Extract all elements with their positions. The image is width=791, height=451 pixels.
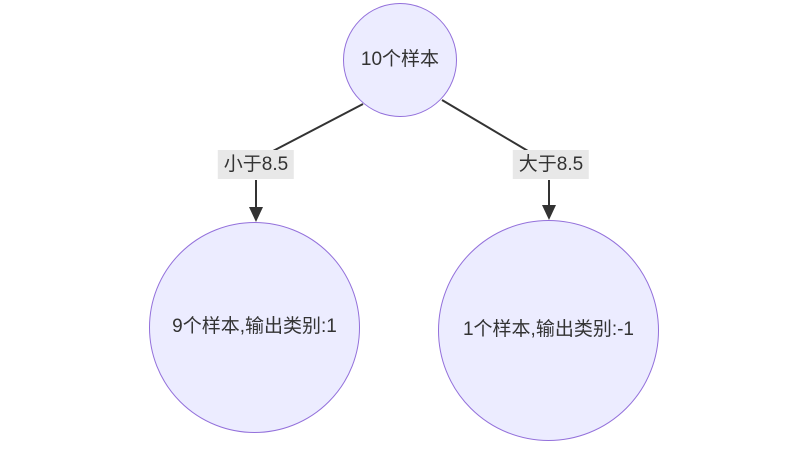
root-node-label: 10个样本 (360, 48, 440, 70)
leaf-node-right: 1个样本,输出类别:-1 (438, 220, 659, 441)
leaf-node-right-label: 1个样本,输出类别:-1 (462, 319, 635, 341)
leaf-node-left: 9个样本,输出类别:1 (149, 222, 360, 433)
arrowhead-left-icon (249, 207, 263, 222)
root-node: 10个样本 (343, 3, 457, 117)
arrowhead-right-icon (542, 205, 556, 220)
edge-label-greater-than-text: 大于8.5 (518, 154, 584, 175)
edge-label-greater-than: 大于8.5 (512, 150, 590, 179)
connector-root-to-left-label (272, 103, 364, 152)
leaf-node-left-label: 9个样本,输出类别:1 (172, 316, 337, 338)
edge-label-less-than: 小于8.5 (217, 150, 295, 179)
edge-label-less-than-text: 小于8.5 (223, 154, 289, 175)
connector-root-to-right-label (441, 99, 529, 152)
